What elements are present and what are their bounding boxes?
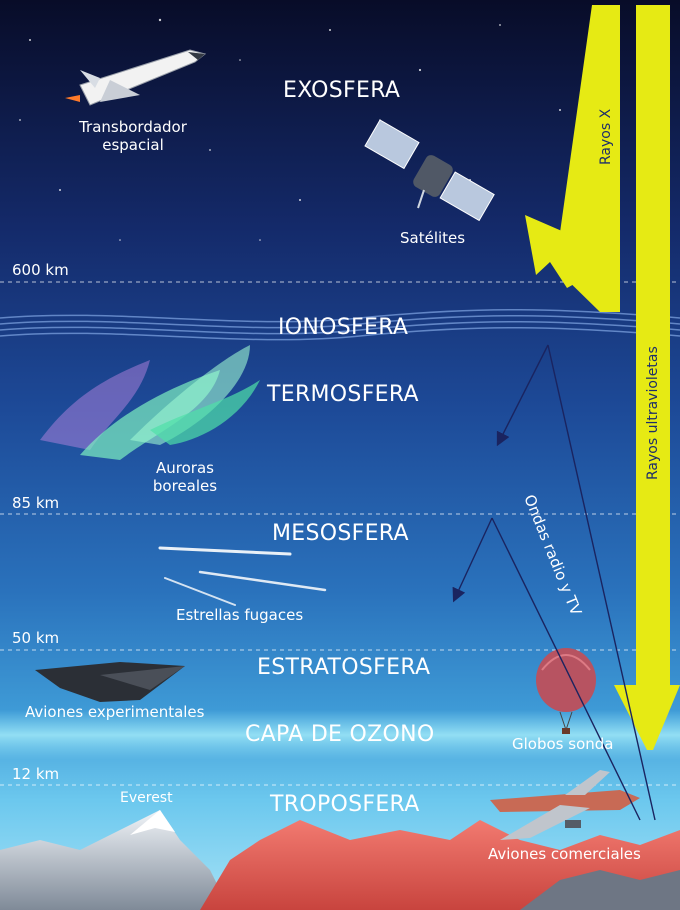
commercial-plane-illustration <box>490 770 640 840</box>
experimental-planes-label: Aviones experimentales <box>25 703 205 721</box>
altitude-lines <box>0 281 680 786</box>
ozone-band <box>0 710 680 760</box>
ozone-layer-label: CAPA DE OZONO <box>245 722 435 747</box>
ionosphere-label: IONOSFERA <box>278 315 409 340</box>
stratosphere-label: ESTRATOSFERA <box>257 655 431 680</box>
altitude-85km-label: 85 km <box>12 494 60 512</box>
troposphere-label: TROPOSFERA <box>270 792 420 817</box>
auroras-label: Auroras boreales <box>130 459 240 495</box>
altitude-600km-label: 600 km <box>12 261 69 279</box>
auroras-label-line1: Auroras <box>156 459 214 477</box>
altitude-50km-label: 50 km <box>12 629 60 647</box>
radio-waves <box>452 344 656 821</box>
balloons-label: Globos sonda <box>512 735 614 753</box>
auroras-illustration <box>40 345 260 460</box>
experimental-plane-illustration <box>35 662 185 702</box>
commercial-planes-label: Aviones comerciales <box>488 845 641 863</box>
satellite-illustration <box>364 119 495 222</box>
uv-arrow <box>614 5 680 750</box>
shuttle-label-line2: espacial <box>102 136 164 154</box>
mesosphere-label: MESOSFERA <box>272 521 409 546</box>
weather-balloon-illustration <box>536 648 596 734</box>
shooting-stars <box>158 546 327 606</box>
thermosphere-label: TERMOSFERA <box>267 382 419 407</box>
uv-label: Rayos ultravioletas <box>645 346 661 480</box>
auroras-label-line2: boreales <box>152 477 218 495</box>
satellites-label: Satélites <box>400 229 466 247</box>
ionosphere-band <box>0 309 680 341</box>
shuttle-label-line1: Transbordador <box>79 118 187 136</box>
altitude-12km-label: 12 km <box>12 765 60 783</box>
mountains <box>0 810 680 910</box>
exosphere-label: EXOSFERA <box>283 78 401 103</box>
shuttle-label: Transbordador espacial <box>58 118 208 154</box>
xrays-label: Rayos X <box>598 108 614 165</box>
space-shuttle-illustration <box>65 49 207 106</box>
everest-label: Everest <box>120 790 173 806</box>
meteors-label: Estrellas fugaces <box>176 606 304 624</box>
xray-arrow <box>525 5 620 312</box>
